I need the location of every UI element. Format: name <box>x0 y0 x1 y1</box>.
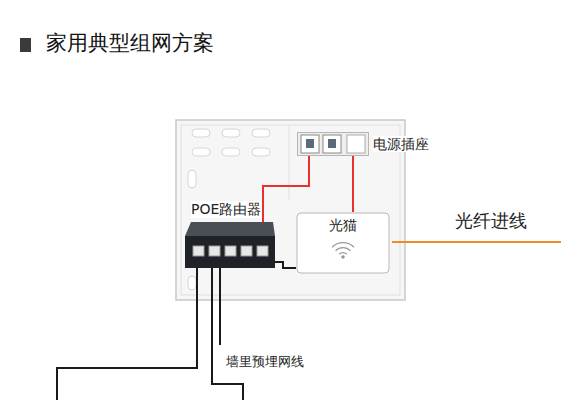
router-front <box>185 236 275 268</box>
node-label: POE路由器 <box>191 201 261 218</box>
power-cord <box>352 156 354 212</box>
outlet <box>301 135 319 153</box>
socket-panel <box>298 133 369 156</box>
outlet <box>323 135 341 153</box>
wifi-arc <box>339 252 348 255</box>
fiber-line <box>392 241 561 243</box>
outlet-face <box>328 139 336 148</box>
ethernet-port <box>257 246 268 256</box>
router-top <box>185 222 275 236</box>
node-label: 光猫 <box>329 217 357 234</box>
optical-modem: 光猫 <box>296 212 390 274</box>
network-cable <box>275 262 296 268</box>
title-bullet <box>20 38 31 52</box>
cable-label: 墙里预埋网线 <box>226 354 304 370</box>
enclosure-divider <box>289 125 290 200</box>
modem-body <box>297 213 389 273</box>
wall-cables <box>57 266 243 400</box>
ethernet-port <box>241 246 252 256</box>
router-shape <box>185 222 275 268</box>
ethernet-port <box>193 246 204 256</box>
ethernet-port <box>225 246 236 256</box>
power-cord <box>263 156 309 222</box>
wifi-arc <box>335 247 351 251</box>
node-label: 电源插座 <box>373 136 429 153</box>
blank-plate <box>347 135 365 153</box>
poe-router: POE路由器 <box>185 222 275 268</box>
ethernet-port <box>209 246 220 256</box>
socket-shape <box>297 132 369 156</box>
wifi-dot <box>341 255 345 259</box>
fiber-label: 光纤进线 <box>455 210 527 232</box>
power-socket: 电源插座 <box>297 132 369 156</box>
media-enclosure <box>176 120 405 300</box>
title: 家用典型组网方案 <box>46 31 214 56</box>
enclosure-inner <box>181 125 400 295</box>
wifi-arc <box>332 242 355 248</box>
outlet-face <box>306 139 314 148</box>
